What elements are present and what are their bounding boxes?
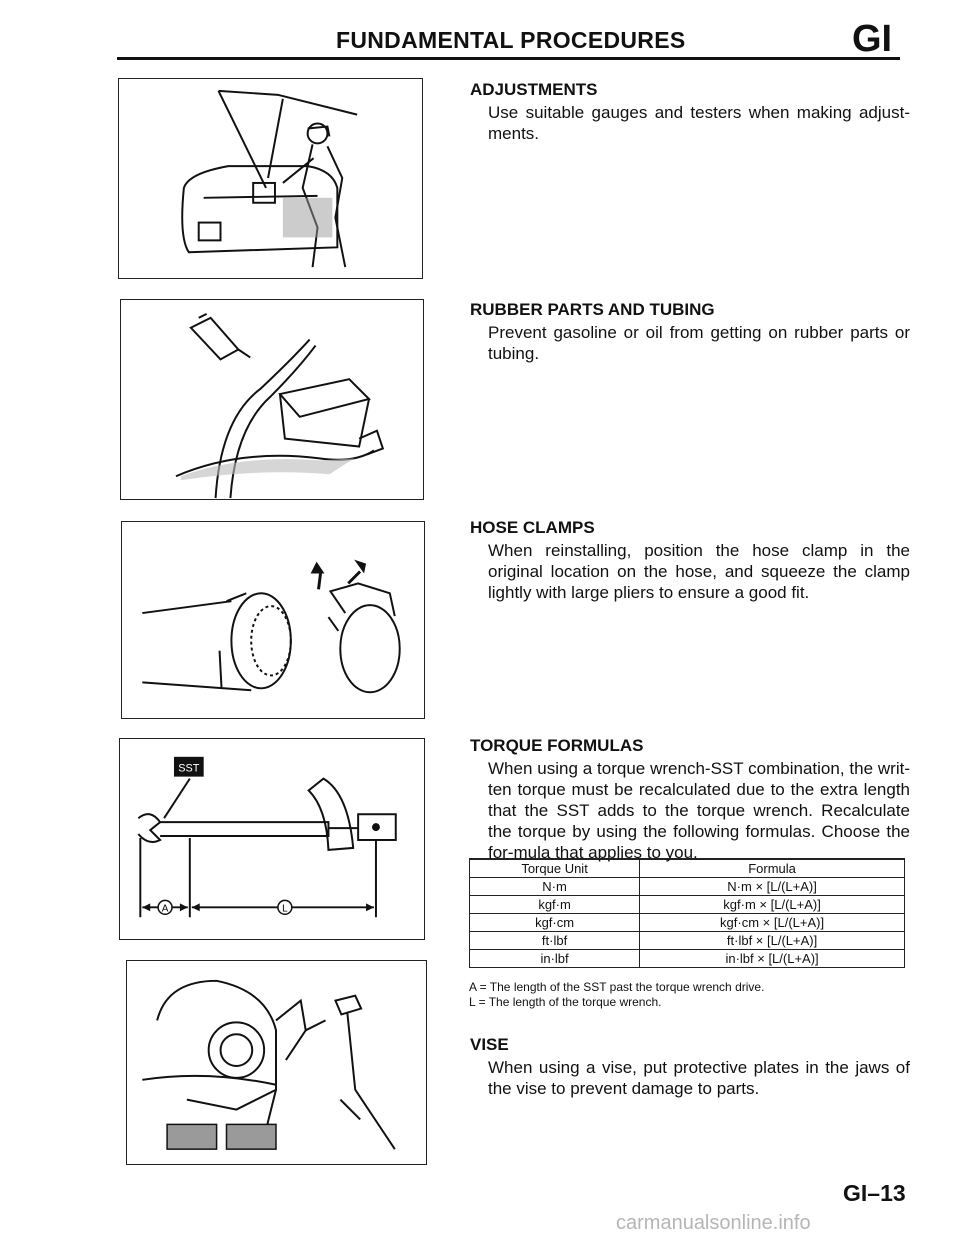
table-row: in·lbf in·lbf × [L/(L+A)] xyxy=(468,949,905,968)
section-title: VISE xyxy=(470,1035,509,1054)
table-header: Torque Unit xyxy=(468,858,641,878)
section-body: When using a vise, put protective plates… xyxy=(488,1058,910,1098)
section-code: GI xyxy=(852,18,893,60)
figure-rubber-parts xyxy=(120,299,424,500)
table-cell: in·lbf xyxy=(468,949,641,968)
figure-hose-clamp xyxy=(121,521,425,719)
sst-badge: SST xyxy=(178,763,200,775)
table-cell: kgf·m xyxy=(468,895,641,914)
table-cell: ft·lbf × [L/(L+A)] xyxy=(639,931,905,950)
section-body: When reinstalling, position the hose cla… xyxy=(488,541,910,602)
section-torque-formulas: TORQUE FORMULAS When using a torque wren… xyxy=(470,736,910,863)
mechanic-illustration xyxy=(181,89,358,268)
section-adjustments: ADJUSTMENTS Use suitable gauges and test… xyxy=(470,80,910,144)
section-body: When using a torque wrench-SST combinati… xyxy=(488,759,910,862)
header-rule xyxy=(117,57,900,60)
torque-table: Torque Unit Formula N·m N·m × [L/(L+A)] … xyxy=(468,858,905,968)
section-rubber-parts: RUBBER PARTS AND TUBING Prevent gasoline… xyxy=(470,300,910,364)
section-title: RUBBER PARTS AND TUBING xyxy=(470,300,715,319)
label-l: L xyxy=(282,903,288,914)
table-cell: kgf·cm × [L/(L+A)] xyxy=(639,913,905,932)
section-vise: VISE When using a vise, put protective p… xyxy=(470,1035,910,1099)
table-note-a: A = The length of the SST past the torqu… xyxy=(469,980,765,994)
section-body: Prevent gasoline or oil from getting on … xyxy=(488,323,910,363)
page-number: GI–13 xyxy=(843,1180,906,1206)
table-cell: N·m xyxy=(468,877,641,896)
table-row: kgf·cm kgf·cm × [L/(L+A)] xyxy=(468,913,905,932)
table-row: kgf·m kgf·m × [L/(L+A)] xyxy=(468,895,905,914)
section-hose-clamps: HOSE CLAMPS When reinstalling, position … xyxy=(470,518,910,603)
table-header: Formula xyxy=(639,858,905,878)
figure-vise xyxy=(126,960,427,1165)
label-a: A xyxy=(162,903,169,914)
table-header-row: Torque Unit Formula xyxy=(468,858,905,878)
table-row: ft·lbf ft·lbf × [L/(L+A)] xyxy=(468,931,905,950)
table-cell: N·m × [L/(L+A)] xyxy=(639,877,905,896)
table-cell: ft·lbf xyxy=(468,931,641,950)
table-cell: kgf·cm xyxy=(468,913,641,932)
figure-torque-wrench: SST A L xyxy=(119,738,425,940)
vise-illustration xyxy=(142,979,396,1150)
section-title: HOSE CLAMPS xyxy=(470,518,595,537)
page-title: FUNDAMENTAL PROCEDURES xyxy=(336,27,686,53)
section-title: ADJUSTMENTS xyxy=(470,80,598,99)
watermark: carmanualsonline.info xyxy=(616,1212,811,1234)
figure-adjustments xyxy=(118,78,423,279)
section-title: TORQUE FORMULAS xyxy=(470,736,644,755)
section-body: Use suitable gauges and testers when mak… xyxy=(488,103,910,143)
table-cell: in·lbf × [L/(L+A)] xyxy=(639,949,905,968)
oil-and-tubing-illustration xyxy=(175,312,385,499)
table-cell: kgf·m × [L/(L+A)] xyxy=(639,895,905,914)
table-note-l: L = The length of the torque wrench. xyxy=(469,995,662,1009)
page-header: FUNDAMENTAL PROCEDURES GI xyxy=(0,0,960,60)
table-row: N·m N·m × [L/(L+A)] xyxy=(468,877,905,896)
hose-clamp-illustration xyxy=(142,559,401,694)
torque-wrench-illustration: SST A L xyxy=(137,756,397,918)
sst-badge-box xyxy=(173,756,204,777)
